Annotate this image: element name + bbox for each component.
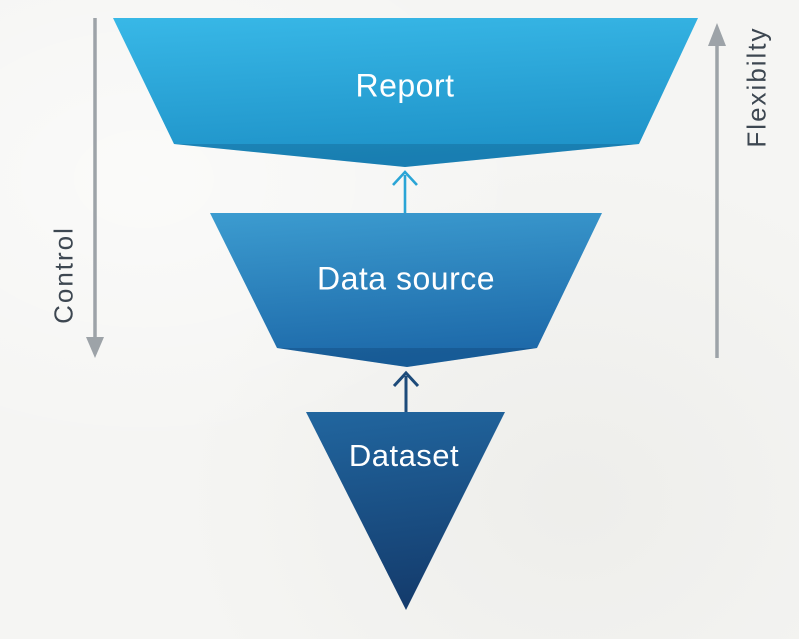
data-source-label: Data source <box>316 260 496 297</box>
flexibility-axis-arrow-icon <box>708 23 726 358</box>
datasource-to-report-arrowhead <box>392 170 418 186</box>
dataset-shape <box>306 412 505 610</box>
flexibility-axis-label: Flexibilty <box>741 26 772 148</box>
dataset-to-datasource-arrow-icon <box>392 370 420 413</box>
control-axis-arrowhead <box>86 337 104 358</box>
report-shape <box>113 18 698 167</box>
control-axis-arrow-icon <box>86 18 104 358</box>
data-source-shape <box>210 213 602 367</box>
data-source-shape-fold <box>277 348 537 367</box>
control-axis-label: Control <box>48 226 79 324</box>
report-label: Report <box>355 67 455 104</box>
flexibility-axis-arrowhead <box>708 23 726 46</box>
dataset-to-datasource-arrowhead <box>392 370 420 388</box>
report-shape-fold <box>174 144 639 167</box>
dataset-label: Dataset <box>348 438 460 473</box>
datasource-to-report-arrow-icon <box>392 170 418 214</box>
